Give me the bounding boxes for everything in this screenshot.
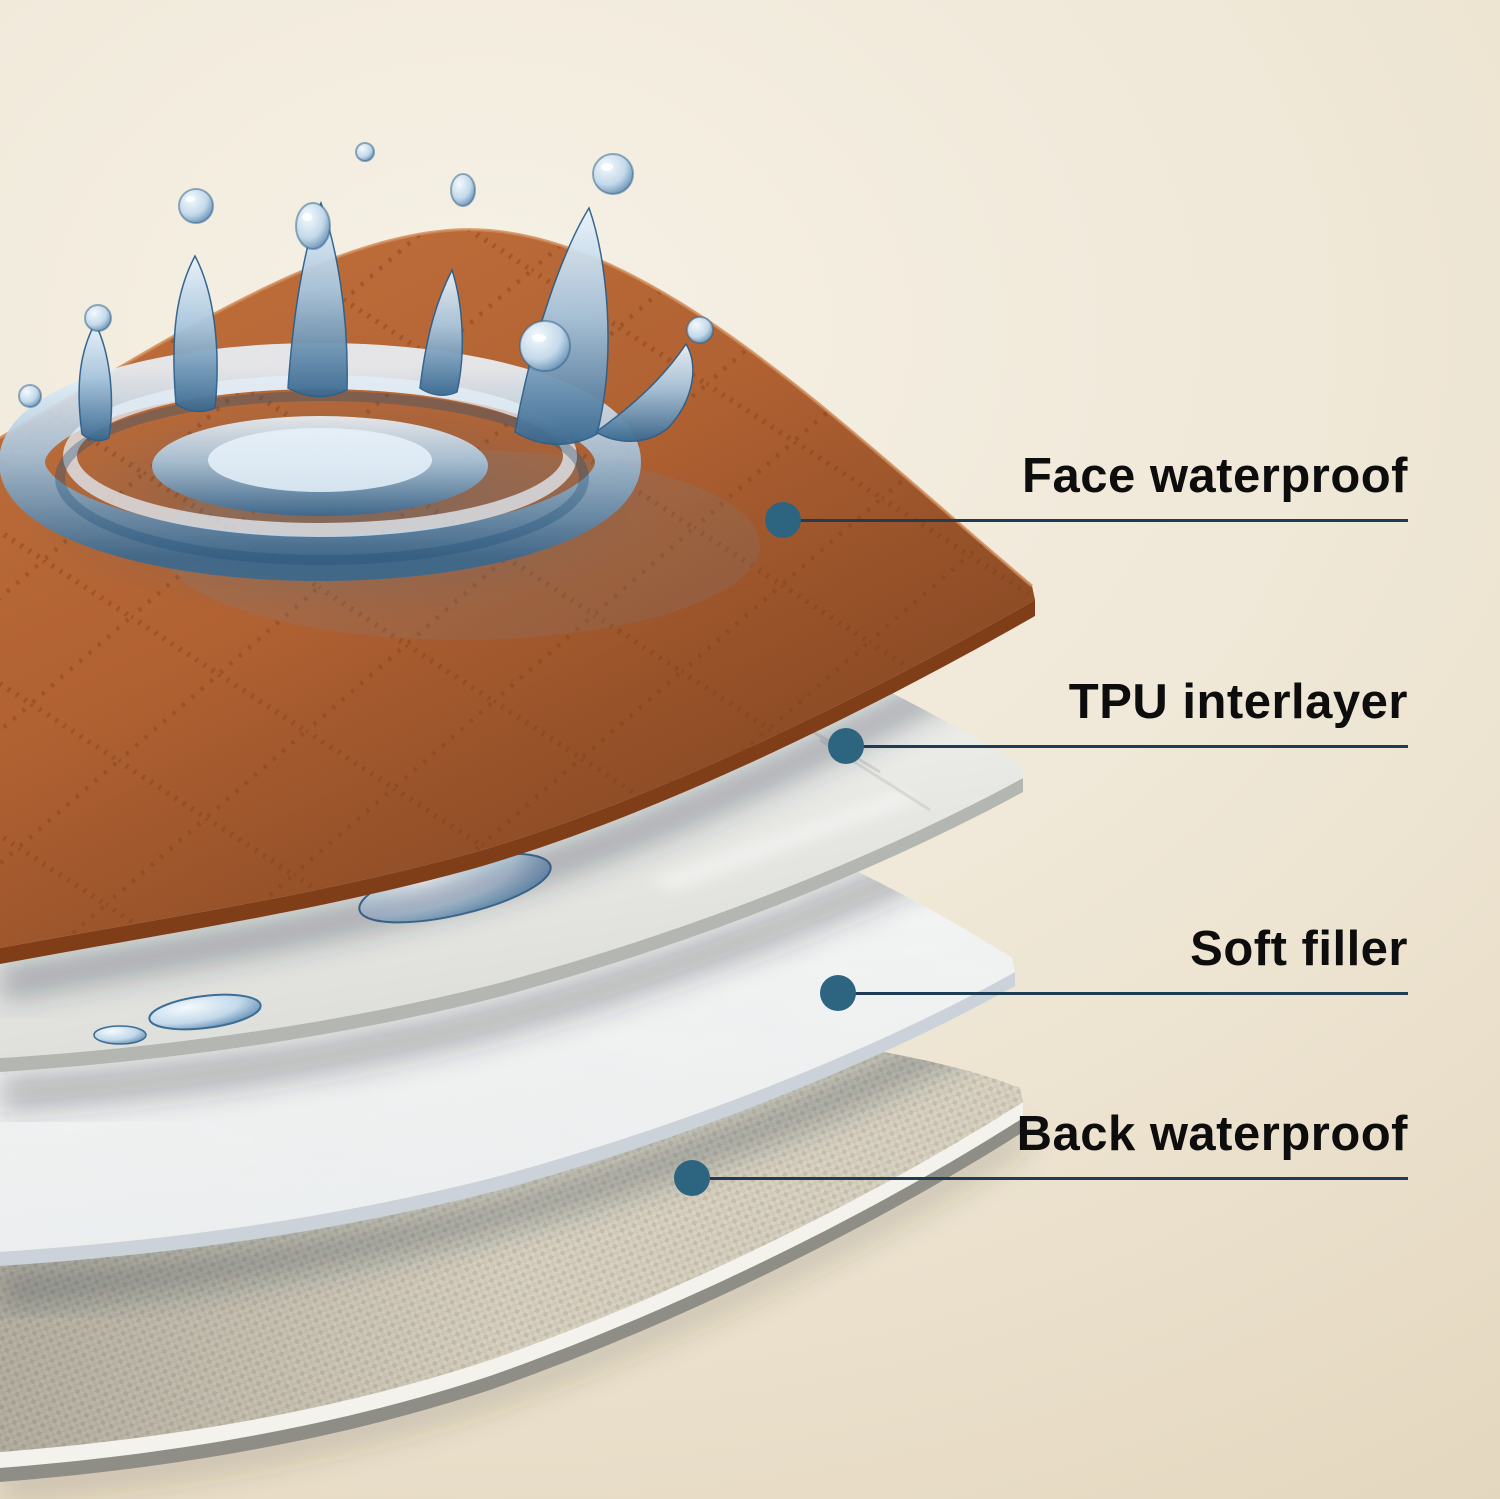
callout-label: Soft filler	[1190, 922, 1408, 976]
callout-dot	[828, 728, 864, 764]
callout-label: TPU interlayer	[1068, 675, 1408, 729]
callout-line	[692, 1176, 1408, 1180]
callout-line	[783, 518, 1408, 522]
face-waterproof-layer	[0, 228, 1035, 964]
callout-dot	[820, 975, 856, 1011]
water-splash	[0, 142, 714, 581]
callout-line	[838, 991, 1408, 995]
callout-line	[846, 744, 1408, 748]
callout-dot	[765, 502, 801, 538]
droplet-highlights	[185, 163, 613, 342]
callout-dot	[674, 1160, 710, 1196]
callout-label: Face waterproof	[1022, 449, 1408, 503]
callout-label: Back waterproof	[1016, 1107, 1408, 1161]
